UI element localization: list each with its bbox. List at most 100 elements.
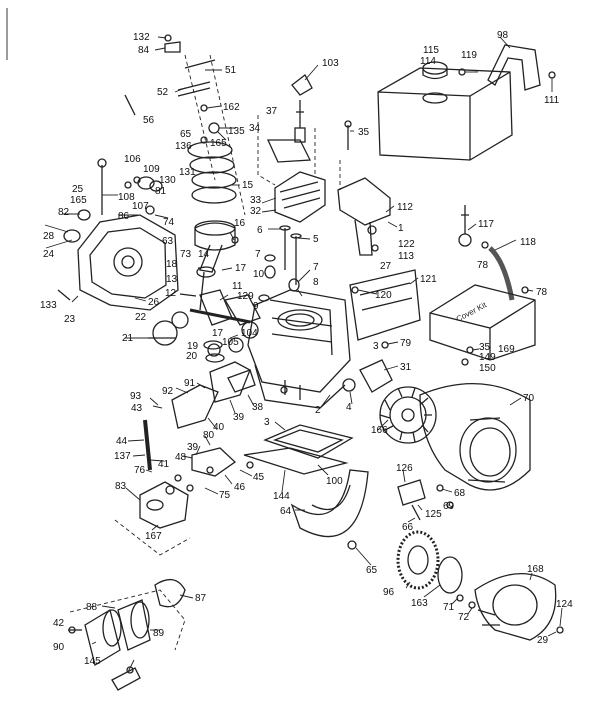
callout-label: 165 xyxy=(70,195,87,206)
bracket xyxy=(337,177,391,226)
callout-label: 51 xyxy=(225,65,237,76)
head-cover xyxy=(266,139,312,163)
callout-label: 75 xyxy=(219,490,231,501)
callout-label: 43 xyxy=(131,403,143,414)
callout-label: 107 xyxy=(132,201,149,212)
callout-label: 132 xyxy=(133,32,150,43)
callout-label: 56 xyxy=(143,115,155,126)
callout-label: 38 xyxy=(252,402,264,413)
callout-label: 121 xyxy=(420,274,437,285)
flywheel-gear xyxy=(152,320,178,346)
fuel-tank xyxy=(377,67,513,161)
callout-label: 39 xyxy=(233,412,245,423)
tank-strap xyxy=(487,44,541,91)
callout-label: 90 xyxy=(53,642,65,653)
callout-label: 104 xyxy=(241,328,258,339)
callout-label: 22 xyxy=(135,312,147,323)
callout-label: 14 xyxy=(198,249,210,260)
callout-label: 122 xyxy=(398,239,415,250)
callout-label: 115 xyxy=(423,45,439,56)
callout-label: 24 xyxy=(43,249,55,260)
callout-label: 73 xyxy=(180,249,192,260)
callout-label: 84 xyxy=(138,45,150,56)
callout-label: 25 xyxy=(72,184,84,195)
callout-label: 126 xyxy=(396,463,413,474)
air-filter xyxy=(68,578,186,691)
callout-label: 20 xyxy=(186,351,198,362)
callout-label: 168 xyxy=(527,564,544,575)
callout-label: 74 xyxy=(163,217,175,228)
engine-shield xyxy=(349,269,421,341)
callout-label: 28 xyxy=(43,231,55,242)
callout-label: 149 xyxy=(479,352,496,363)
base-gasket xyxy=(243,424,354,475)
callout-label: 64 xyxy=(280,506,292,517)
callout-label: 69 xyxy=(443,501,455,512)
recoil-starter xyxy=(396,530,564,641)
callout-label: 52 xyxy=(157,87,169,98)
callout-label: 136 xyxy=(175,141,192,152)
callout-label: 32 xyxy=(250,206,262,217)
callout-label: 39 xyxy=(187,442,199,453)
callout-label: 23 xyxy=(64,314,76,325)
callout-label: 117 xyxy=(478,219,494,230)
callout-label: 5 xyxy=(313,234,319,245)
skid-plate xyxy=(290,469,369,538)
callout-label: 40 xyxy=(213,422,225,433)
flywheel xyxy=(379,386,437,444)
air-filter-cover xyxy=(154,578,186,608)
callout-label: 83 xyxy=(115,481,127,492)
starter-cup xyxy=(396,530,440,590)
callout-label: 86 xyxy=(118,211,130,222)
oil-seal xyxy=(63,229,81,243)
callout-label: 91 xyxy=(184,378,196,389)
callout-label: 130 xyxy=(159,175,176,186)
callout-label: 4 xyxy=(346,402,352,413)
spark-plug-boot xyxy=(291,74,313,96)
callout-label: 34 xyxy=(249,123,261,134)
callout-label: 9 xyxy=(253,301,259,312)
callout-label: 150 xyxy=(479,363,496,374)
leader-lines xyxy=(44,36,563,673)
crankshaft xyxy=(148,271,261,363)
callout-label: 87 xyxy=(195,593,207,604)
starter-housing xyxy=(474,573,557,641)
fuel-valve xyxy=(458,233,472,247)
callout-label: 7 xyxy=(313,262,319,273)
callout-label: 46 xyxy=(234,482,246,493)
callout-label: 119 xyxy=(461,50,477,61)
callout-label: 6 xyxy=(257,225,263,236)
callout-label: 167 xyxy=(145,531,162,542)
callout-label: 26 xyxy=(148,297,160,308)
callout-label: 169 xyxy=(498,344,515,355)
callout-label: 66 xyxy=(402,522,414,533)
callout-label: 1 xyxy=(398,223,404,234)
callout-label: 71 xyxy=(443,602,455,613)
filter-element xyxy=(111,667,141,691)
callout-label: 78 xyxy=(477,260,489,271)
callout-label: 106 xyxy=(124,154,141,165)
callout-label: 82 xyxy=(58,207,70,218)
callout-label: 103 xyxy=(322,58,339,69)
callout-label: 17 xyxy=(212,328,224,339)
callout-label: 144 xyxy=(273,491,290,502)
callout-label: 162 xyxy=(223,102,240,113)
callout-label: 108 xyxy=(118,192,135,203)
callout-label: 112 xyxy=(397,202,413,213)
callout-label: 35 xyxy=(358,127,370,138)
callout-label: 135 xyxy=(228,126,245,137)
callout-label: 2 xyxy=(315,405,321,416)
blower-housing xyxy=(419,382,531,491)
callout-label: 8 xyxy=(313,277,319,288)
callout-label: 131 xyxy=(179,167,196,178)
callout-label: 42 xyxy=(53,618,65,629)
callout-label: 48 xyxy=(175,452,187,463)
callout-label: 72 xyxy=(458,612,470,623)
callout-label: 45 xyxy=(253,472,265,483)
piston xyxy=(194,222,236,251)
callout-label: 100 xyxy=(326,476,343,487)
callout-label: 21 xyxy=(122,333,134,344)
callout-label: 96 xyxy=(383,587,395,598)
callout-label: 133 xyxy=(40,300,57,311)
callout-label: 65 xyxy=(366,565,378,576)
